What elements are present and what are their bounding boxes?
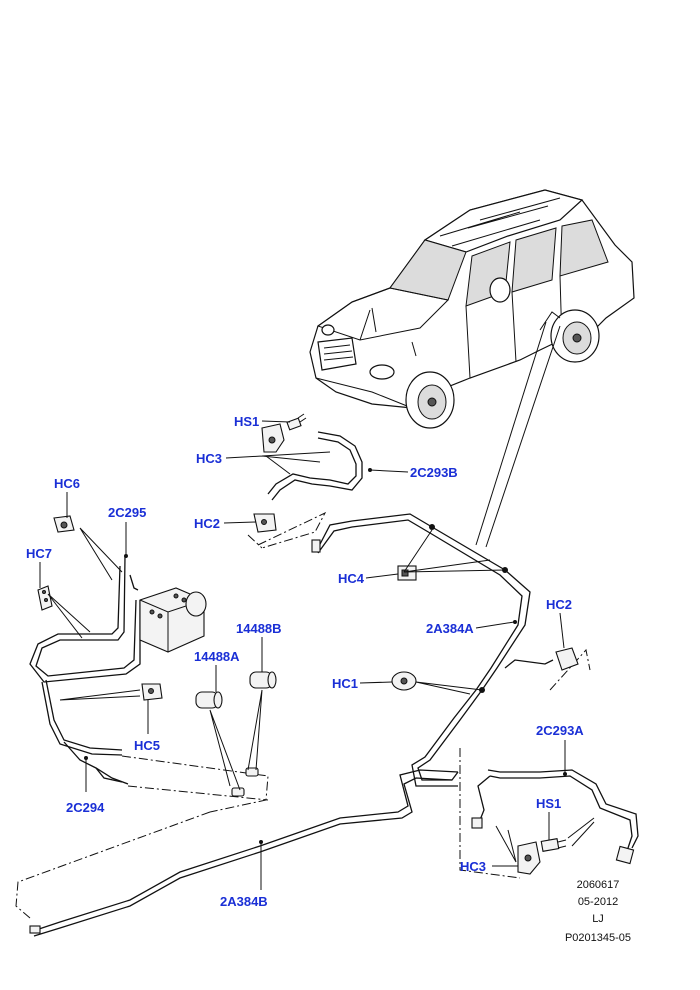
- abs-modulator: [139, 587, 207, 653]
- clip-hc4: [397, 565, 417, 581]
- clip-hc6: [53, 515, 75, 533]
- label-2a384a: 2A384A: [426, 621, 474, 636]
- label-hc1: HC1: [332, 676, 358, 691]
- label-hc2-right: HC2: [546, 597, 572, 612]
- components: [29, 413, 635, 934]
- label-2c293b: 2C293B: [410, 465, 458, 480]
- label-hs1-bottom: HS1: [536, 796, 561, 811]
- cap-14488a: [195, 691, 223, 709]
- bracket-hc3-top: [261, 423, 285, 453]
- label-2c293a: 2C293A: [536, 723, 584, 738]
- label-hc6: HC6: [54, 476, 80, 491]
- drawing-number: 2060617: [577, 879, 620, 891]
- bracket-hc2-right: [555, 647, 579, 671]
- guide-lines: [15, 511, 591, 919]
- routing-line-b: [485, 325, 561, 548]
- clip-hc7: [37, 585, 53, 611]
- reference-block: 2060617 05-2012 LJ P0201345-05: [565, 879, 631, 944]
- callout-labels: HS1 HC3 2C293B HC2 HC6 2C295 HC7 HC4 HC2…: [26, 414, 584, 909]
- model-code: LJ: [592, 913, 604, 925]
- label-hc5: HC5: [134, 738, 160, 753]
- label-hc3-bottom: HC3: [460, 859, 486, 874]
- drawing-date: 05-2012: [578, 896, 618, 908]
- part-reference: P0201345-05: [565, 932, 631, 944]
- bracket-hc3-bottom: [517, 841, 541, 875]
- routing-line-a: [475, 321, 547, 546]
- plug-a: [245, 767, 259, 777]
- cap-14488b: [249, 671, 277, 689]
- label-2c294: 2C294: [66, 800, 105, 815]
- label-hc4: HC4: [338, 571, 365, 586]
- bolt-hs1-bottom: [540, 838, 567, 852]
- label-2c295: 2C295: [108, 505, 146, 520]
- label-hc3-top: HC3: [196, 451, 222, 466]
- label-hs1-top: HS1: [234, 414, 259, 429]
- label-hc7: HC7: [26, 546, 52, 561]
- label-hc2-top: HC2: [194, 516, 220, 531]
- bolt-hs1-top: [286, 413, 307, 431]
- brake-pipes: [29, 321, 639, 937]
- label-2a384b: 2A384B: [220, 894, 268, 909]
- label-14488a: 14488A: [194, 649, 240, 664]
- clip-hc1: [391, 671, 417, 691]
- plug-b: [231, 787, 245, 797]
- bracket-hc2-top: [253, 513, 277, 533]
- leader-lines: [39, 420, 595, 890]
- clip-hc5: [141, 683, 163, 701]
- vehicle-illustration: [309, 189, 635, 429]
- label-14488b: 14488B: [236, 621, 282, 636]
